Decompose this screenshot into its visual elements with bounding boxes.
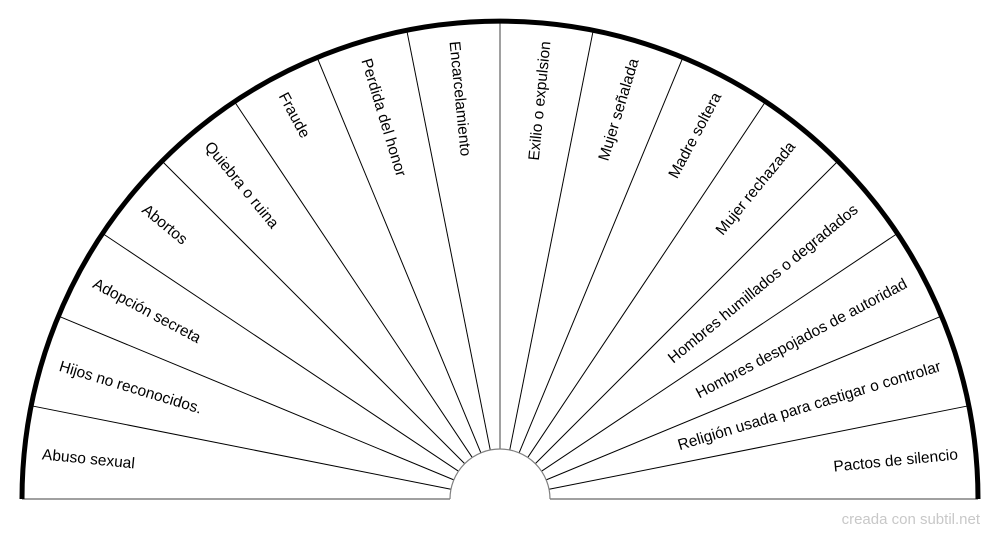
sector-divider	[518, 58, 684, 453]
outer-arc	[19, 18, 981, 500]
sector: Perdida del honor	[357, 57, 409, 179]
sector-divider	[103, 233, 459, 472]
sector: Quiebra o ruina	[201, 139, 282, 233]
sector: Mujer rechazada	[713, 138, 800, 238]
watermark: creada con subtil.net	[841, 511, 980, 528]
sector-divider	[527, 102, 766, 458]
sector: Encarcelamiento	[446, 40, 474, 157]
sector-divider	[546, 315, 941, 481]
sector-divider	[535, 161, 838, 464]
sector: Madre soltera	[665, 89, 725, 181]
sector-divider	[59, 315, 454, 481]
sector-label: Exilio o expulsion	[526, 40, 555, 161]
sector: Mujer señalada	[596, 56, 643, 163]
sector-divider	[234, 102, 473, 458]
sector-divider	[541, 233, 897, 472]
sector: Fraude	[275, 90, 313, 141]
sector-label: Quiebra o ruina	[201, 139, 282, 233]
sector: Abuso sexual	[41, 446, 135, 472]
sector-label: Madre soltera	[665, 89, 725, 181]
sector-divider	[548, 405, 968, 490]
sector-dividers	[32, 22, 968, 490]
sector-label: Perdida del honor	[357, 57, 409, 179]
sector: Exilio o expulsion	[526, 40, 555, 161]
sector-label: Encarcelamiento	[446, 40, 474, 157]
sector: Abortos	[138, 201, 190, 248]
sector-divider	[32, 405, 452, 490]
sector-label: Abuso sexual	[41, 446, 135, 472]
sector-label: Fraude	[275, 90, 313, 141]
sector-divider	[509, 31, 594, 451]
sector-label: Mujer señalada	[596, 56, 643, 163]
sector-label: Abortos	[138, 201, 190, 248]
sector: Pactos de silencio	[833, 446, 959, 475]
sector-divider	[162, 161, 465, 464]
sector-divider	[406, 31, 491, 451]
sector: Religión usada para castigar o controlar	[676, 358, 943, 454]
inner-arc	[449, 448, 551, 500]
sector: Hombres humillados o degradados	[665, 201, 862, 367]
sector-divider	[316, 58, 482, 453]
sector-label: Religión usada para castigar o controlar	[676, 358, 943, 454]
sector-label: Pactos de silencio	[833, 446, 959, 475]
sector-label: Mujer rechazada	[713, 138, 800, 238]
sector-label: Hombres humillados o degradados	[665, 201, 862, 367]
